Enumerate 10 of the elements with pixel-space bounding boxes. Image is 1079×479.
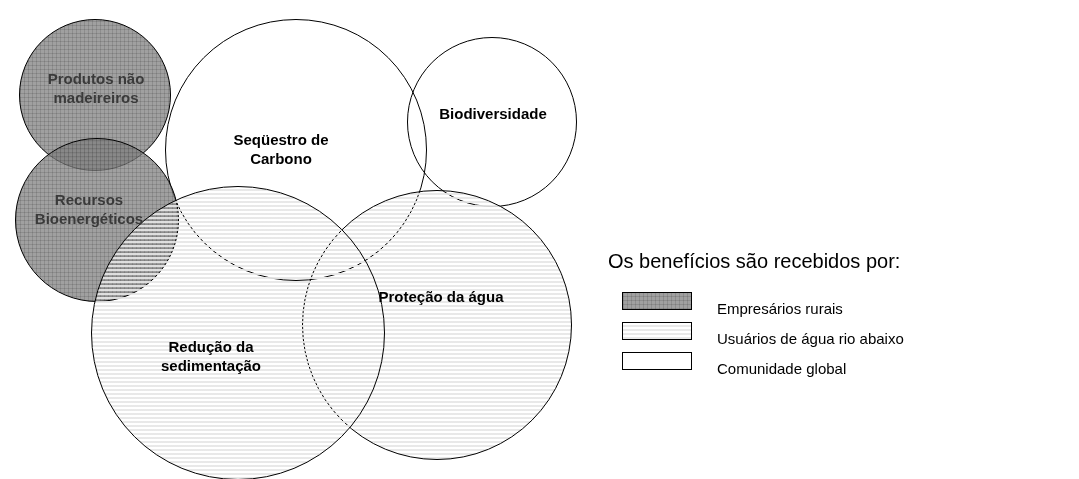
circle-label: Proteção da água — [377, 287, 505, 306]
circle-label: Redução da sedimentação — [159, 337, 262, 375]
legend-text: Comunidade global — [717, 360, 847, 377]
circle-label: Produtos não madeireiros — [46, 69, 146, 107]
circle-label: Biodiversidade — [438, 104, 548, 123]
legend-text: Empresários rurais — [717, 300, 843, 317]
legend-text: Usuários de água rio abaixo — [717, 330, 904, 347]
circle-label: Recursos Bioenergéticos — [33, 190, 145, 228]
circle-label: Seqüestro de Carbono — [232, 130, 330, 168]
legend-title: Os benefícios são recebidos por: — [608, 250, 901, 273]
